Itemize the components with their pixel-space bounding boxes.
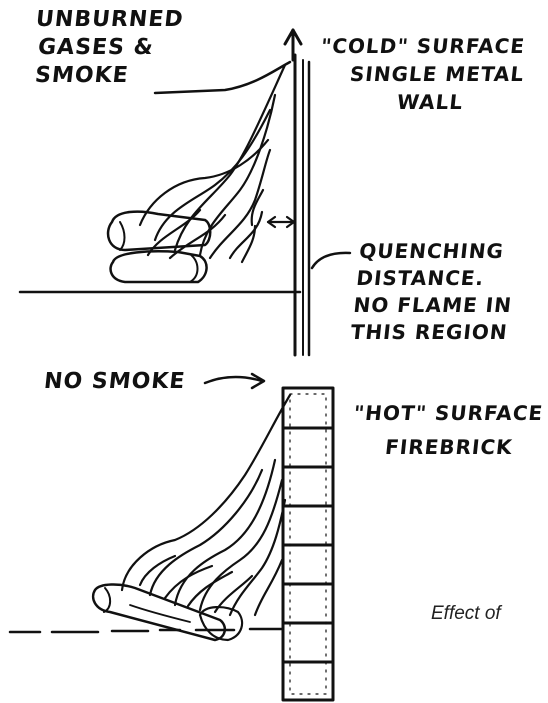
unburned-line1: UNBURNED (34, 6, 185, 34)
hot-line2: FIREBRICK (383, 430, 541, 464)
quench-gap-arrow (268, 217, 294, 227)
top-flames (140, 65, 285, 262)
quenching-label: QUENCHING DISTANCE. NO FLAME IN THIS REG… (349, 238, 519, 346)
no-smoke-text: NO SMOKE (43, 369, 187, 394)
unburned-gases-label: UNBURNED GASES & SMOKE (29, 6, 185, 90)
cold-line2: SINGLE METAL (349, 60, 526, 88)
cold-line1: "COLD" SURFACE (319, 32, 528, 60)
quench-line3: NO FLAME IN (352, 292, 513, 319)
cold-surface-label: "COLD" SURFACE SINGLE METAL WALL (314, 32, 529, 116)
up-arrow-icon (285, 30, 301, 60)
firebrick-wall (283, 388, 333, 700)
hot-line1: "HOT" SURFACE (352, 396, 545, 430)
figure-caption: Effect of (431, 603, 501, 625)
no-smoke-label: NO SMOKE (43, 368, 187, 396)
unburned-line2: GASES & (37, 34, 183, 62)
quench-line1: QUENCHING (358, 238, 519, 265)
unburned-line3: SMOKE (34, 62, 180, 90)
quench-line2: DISTANCE. (355, 265, 516, 292)
top-logs (108, 212, 210, 282)
quench-pointer (312, 253, 350, 268)
metal-wall (295, 55, 309, 355)
bottom-flames (122, 395, 290, 615)
no-smoke-arrow (205, 374, 264, 388)
cold-line3: WALL (396, 88, 523, 116)
quench-line4: THIS REGION (349, 319, 510, 346)
hot-surface-label: "HOT" SURFACE FIREBRICK (348, 396, 545, 464)
